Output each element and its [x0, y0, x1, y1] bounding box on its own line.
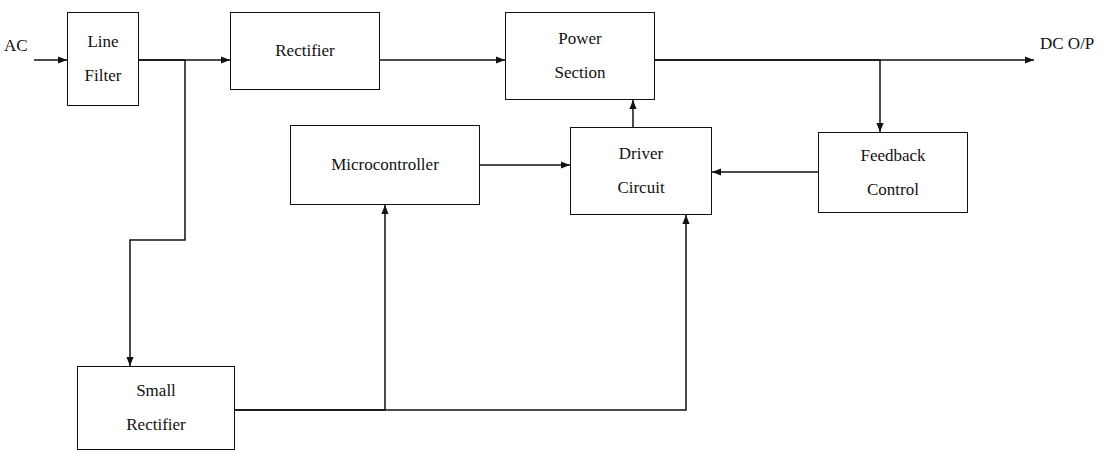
block-label: Power Section [545, 22, 615, 90]
signal-arrow [712, 171, 818, 173]
block-box: Small Rectifier [77, 366, 235, 450]
signal-arrow [235, 205, 385, 410]
block-label: Rectifier [275, 34, 334, 68]
block-label: Driver Circuit [606, 137, 676, 205]
block-box: Microcontroller [290, 125, 480, 205]
input-label: AC [2, 36, 30, 56]
input-wire [34, 59, 67, 61]
block-box: Driver Circuit [570, 127, 712, 215]
output-label: DC O/P [1038, 34, 1096, 54]
signal-arrow [655, 60, 880, 132]
signal-arrow [235, 215, 686, 410]
block-label: Feedback Control [853, 139, 933, 207]
block-box: Rectifier [230, 12, 380, 90]
signal-arrow [480, 164, 570, 166]
block-box: Feedback Control [818, 132, 968, 213]
block-label: Small Rectifier [116, 374, 196, 442]
block-label: Microcontroller [331, 148, 439, 182]
signal-arrow [380, 59, 505, 61]
block-label: Line Filter [73, 25, 133, 93]
block-box: Line Filter [67, 12, 139, 106]
signal-arrow [632, 100, 634, 127]
block-box: Power Section [505, 12, 655, 100]
